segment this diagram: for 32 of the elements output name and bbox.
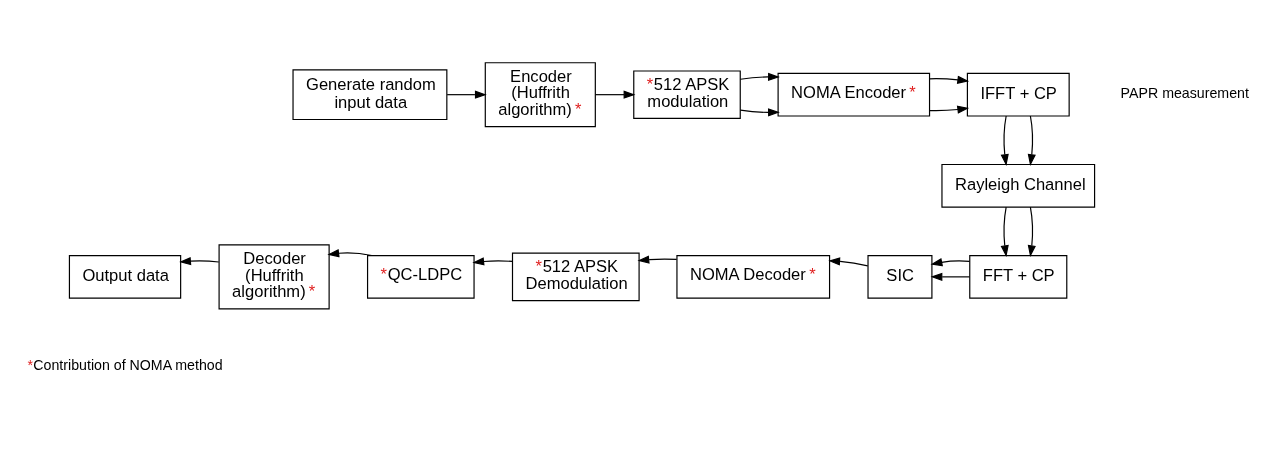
arrow <box>929 104 970 114</box>
node-box: NOMA Decoder * <box>676 254 831 299</box>
arrow <box>1000 206 1009 257</box>
arrow <box>327 248 373 257</box>
label: *Contribution of NOMA method <box>27 356 223 373</box>
arrow <box>930 272 971 281</box>
node-box: Rayleigh Channel <box>941 163 1096 208</box>
node-box: IFFT + CP <box>966 72 1070 117</box>
node-box: *QC-LDPC <box>367 254 475 299</box>
arrow <box>739 72 780 81</box>
arrow <box>472 256 513 266</box>
label: PAPR measurement <box>1120 84 1249 101</box>
node-box: NOMA Encoder * <box>777 72 931 117</box>
node-box: Encoder (Huffrith algorithm) * <box>484 61 596 127</box>
arrow <box>1000 114 1009 166</box>
arrow <box>739 107 780 117</box>
arrow <box>179 256 220 265</box>
arrow <box>929 75 970 84</box>
arrow <box>930 257 971 266</box>
node-box: *512 APSK Demodulation <box>511 252 640 301</box>
node-box: Generate random input data <box>292 68 448 120</box>
node-box: Output data <box>68 254 182 299</box>
arrow <box>637 255 678 264</box>
arrow <box>446 90 487 99</box>
node-box: *512 APSK modulation <box>633 69 741 119</box>
arrow <box>828 256 869 266</box>
arrow <box>1027 114 1036 166</box>
node-box: FFT + CP <box>969 254 1068 299</box>
arrow <box>1027 206 1036 257</box>
node-box: Decoder (Huffrith algorithm) * <box>218 243 330 309</box>
arrow <box>594 90 636 99</box>
node-box: SIC <box>867 254 933 299</box>
